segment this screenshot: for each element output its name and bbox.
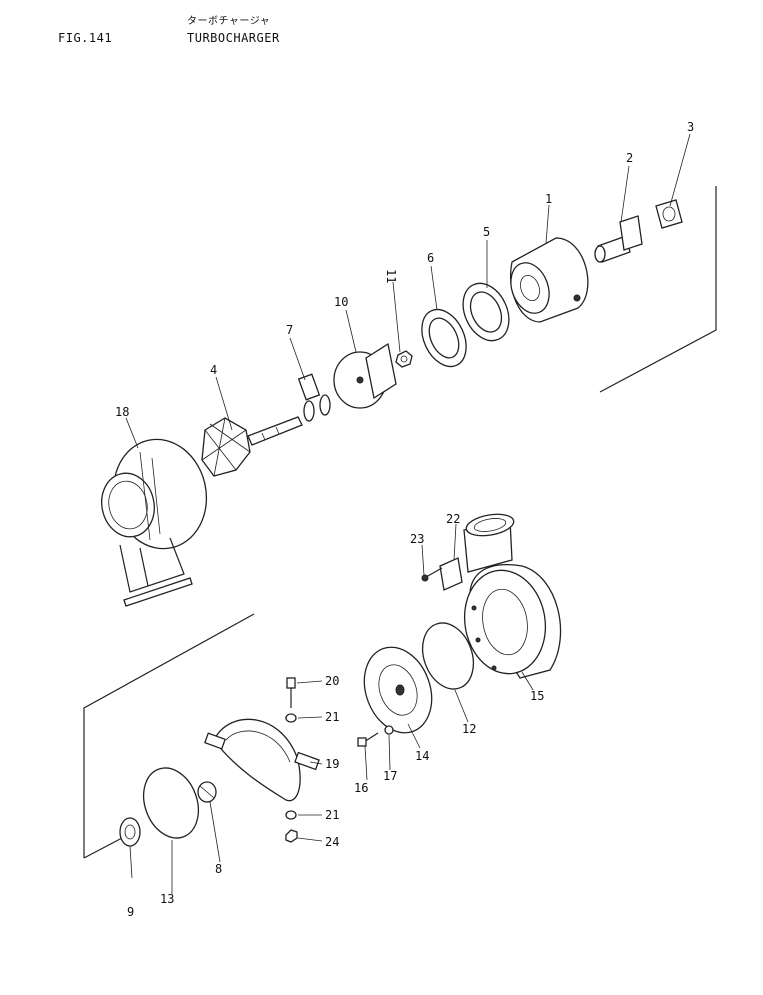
part-5-gasket-ring — [462, 282, 510, 342]
part-6-insert — [421, 308, 467, 368]
figure-number: FIG.141 — [58, 31, 113, 45]
leader-lines — [125, 133, 691, 894]
callout-17: 17 — [383, 769, 397, 783]
part-2-pipe — [594, 215, 643, 263]
callout-7: 7 — [286, 323, 293, 337]
callout-5: 5 — [483, 225, 490, 239]
part-19-clamp — [203, 718, 320, 802]
callout-12: 12 — [462, 722, 476, 736]
callout-23: 22 — [446, 512, 460, 526]
part-17-washer — [384, 725, 394, 735]
callout-21-upper: 21 — [325, 710, 339, 724]
callout-2: 2 — [626, 151, 633, 165]
callout-4: 4 — [210, 363, 217, 377]
upper-group-bracket — [599, 186, 717, 393]
lower-group-bracket — [83, 613, 255, 859]
part-10-thrust-collar — [333, 342, 397, 409]
callout-8: 8 — [215, 862, 222, 876]
part-14-diffuser-plate — [363, 646, 433, 734]
part-13-o-ring — [142, 767, 200, 839]
part-20-bolt — [286, 677, 296, 708]
callout-3: 3 — [687, 120, 694, 134]
callout-15: 15 — [530, 689, 544, 703]
part-21-washer-upper — [285, 713, 297, 723]
title-japanese: ターボチャージャ — [187, 16, 271, 27]
part-16-bolt — [357, 732, 379, 747]
part-7-seal-rings — [297, 373, 331, 422]
callout-18: 18 — [115, 405, 129, 419]
callout-1: 1 — [545, 192, 552, 206]
part-15-turbine-housing — [463, 513, 562, 679]
part-22-nut — [285, 829, 298, 843]
callout-labels: 3 2 1 5 6 11 10 7 4 18 22 23 15 20 21 12… — [115, 120, 694, 919]
part-24-bolt — [421, 567, 443, 582]
part-4-turbine-shaft — [201, 416, 303, 477]
callout-21-lower: 21 — [325, 808, 339, 822]
part-11-nut — [395, 350, 413, 368]
part-1-center-housing — [510, 237, 589, 323]
part-21-washer-lower — [285, 810, 297, 820]
part-9-bearing — [119, 817, 141, 847]
callout-10: 10 — [334, 295, 348, 309]
callout-20: 20 — [325, 674, 339, 688]
callout-22: 24 — [325, 835, 339, 849]
callout-11: 11 — [384, 269, 398, 283]
callout-6: 6 — [427, 251, 434, 265]
part-18-compressor-housing — [101, 438, 208, 607]
callout-24: 23 — [410, 532, 424, 546]
part-23-gasket — [439, 557, 463, 591]
part-8-sleeve — [197, 781, 217, 803]
callout-13: 13 — [160, 892, 174, 906]
title-english: TURBOCHARGER — [187, 31, 280, 45]
part-3-gasket — [655, 199, 683, 229]
callout-19: 19 — [325, 757, 339, 771]
callout-14: 14 — [415, 749, 429, 763]
part-12-o-ring — [421, 622, 475, 690]
callout-9: 9 — [127, 905, 134, 919]
callout-16: 16 — [354, 781, 368, 795]
